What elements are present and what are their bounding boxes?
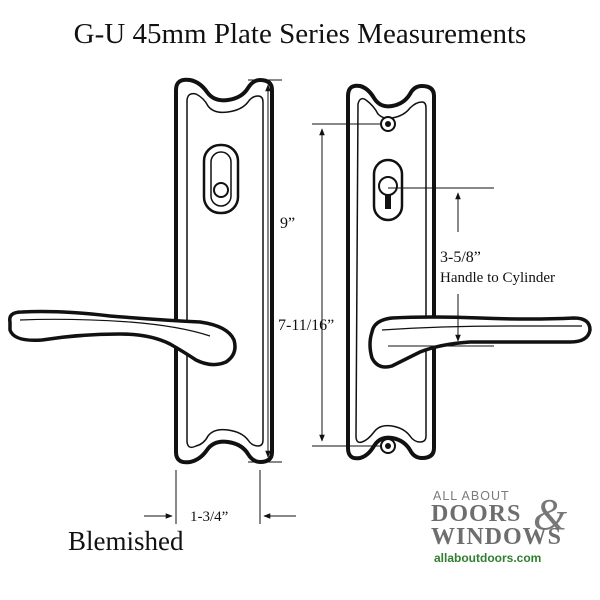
dimension-plate-width <box>144 470 296 524</box>
left-lever-handle <box>8 309 237 367</box>
logo-line-windows: WINDOWS <box>431 524 563 550</box>
logo-ampersand: & <box>533 490 568 539</box>
plate-width-label: 1-3/4” <box>190 509 228 525</box>
handle-to-cylinder-caption: Handle to Cylinder <box>440 270 555 286</box>
thumbturn <box>202 143 240 215</box>
company-logo[interactable]: ALL ABOUT DOORS & WINDOWS allaboutdoors.… <box>428 489 593 574</box>
right-plate <box>346 83 436 461</box>
condition-label: Blemished <box>68 526 184 556</box>
page-title: G-U 45mm Plate Series Measurements <box>73 18 527 50</box>
handle-to-cylinder-value: 3-5/8” <box>440 249 481 266</box>
screw-spacing-label: 7-11/16” <box>278 317 334 334</box>
right-lever-handle <box>368 315 592 369</box>
logo-line-doors: DOORS <box>431 501 522 527</box>
top-screw-hole <box>380 116 396 132</box>
dimension-handle-to-cylinder <box>388 187 494 347</box>
dimension-screw-spacing <box>312 123 382 447</box>
plate-height-label: 9” <box>280 215 295 232</box>
bottom-screw-hole <box>380 438 396 454</box>
logo-line-all-about: ALL ABOUT <box>433 489 510 503</box>
logo-url-link[interactable]: allaboutdoors.com <box>434 551 542 565</box>
dimension-plate-height <box>248 79 282 463</box>
left-plate <box>174 77 274 465</box>
cylinder-slot <box>372 158 404 222</box>
